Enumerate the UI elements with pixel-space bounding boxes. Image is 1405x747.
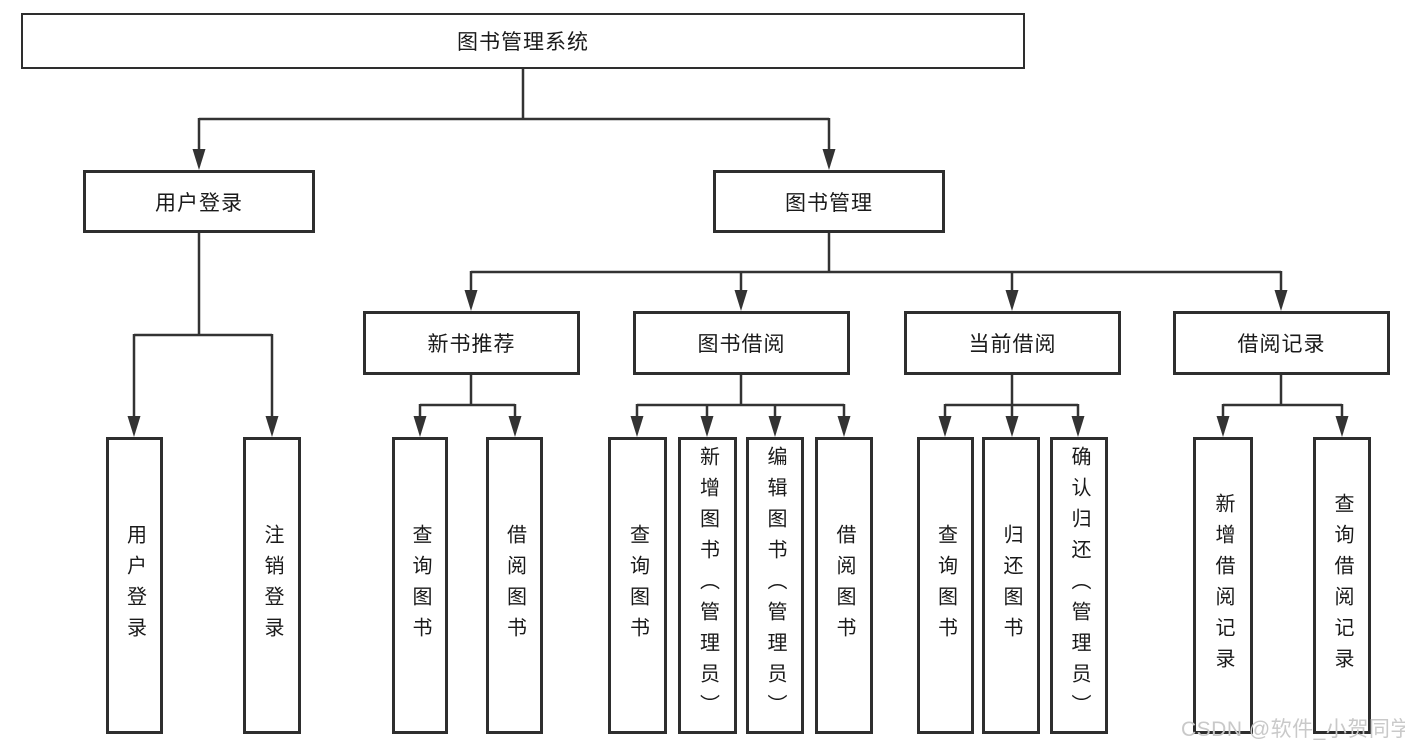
arrow-down-icon	[1071, 416, 1085, 437]
leaf-query-books-current: 查询图书	[917, 437, 974, 734]
arrow-down-icon	[265, 416, 279, 437]
node-label: 图书借阅	[697, 333, 786, 356]
arrow-down-icon	[508, 416, 522, 437]
arrow-down-icon	[700, 416, 714, 437]
leaf-query-books-borrow: 查询图书	[608, 437, 667, 734]
csdn-watermark: CSDN @软件_小贺同学	[1181, 718, 1405, 741]
arrow-down-icon	[822, 149, 836, 170]
arrow-down-icon	[192, 149, 206, 170]
node-new-book-recommendation: 新书推荐	[363, 311, 580, 375]
leaf-logout: 注销登录	[243, 437, 301, 734]
node-label: 借阅图书	[503, 523, 526, 648]
node-label: 归还图书	[1000, 523, 1022, 648]
node-borrowing-records: 借阅记录	[1173, 311, 1390, 375]
node-label: 借阅图书	[833, 523, 855, 648]
node-label: 新增借阅记录	[1212, 492, 1234, 679]
arrow-down-icon	[413, 416, 427, 437]
leaf-return-books: 归还图书	[982, 437, 1040, 734]
node-label: 用户登录	[155, 191, 243, 215]
node-label: 注销登录	[261, 523, 283, 648]
leaf-add-books-admin: 新增图书（管理员）	[678, 437, 737, 734]
leaf-user-login: 用户登录	[106, 437, 163, 734]
node-label: 当前借阅	[968, 333, 1057, 356]
arrowhead-icons	[127, 149, 1349, 437]
node-library-management-system: 图书管理系统	[21, 13, 1025, 69]
leaf-add-borrow-record: 新增借阅记录	[1193, 437, 1253, 734]
node-label: 借阅记录	[1237, 333, 1326, 356]
leaf-query-borrow-record: 查询借阅记录	[1313, 437, 1371, 734]
arrow-down-icon	[837, 416, 851, 437]
arrow-down-icon	[1274, 290, 1288, 311]
node-label: 查询图书	[409, 523, 431, 648]
arrow-down-icon	[127, 416, 141, 437]
node-label: 图书管理	[785, 191, 873, 215]
arrow-down-icon	[1216, 416, 1230, 437]
arrow-down-icon	[1005, 290, 1019, 311]
node-label: 用户登录	[123, 523, 146, 648]
leaf-borrow-books-newbook: 借阅图书	[486, 437, 543, 734]
arrow-down-icon	[768, 416, 782, 437]
leaf-edit-books-admin: 编辑图书（管理员）	[746, 437, 804, 734]
node-label: 新书推荐	[427, 333, 516, 356]
arrow-down-icon	[938, 416, 952, 437]
leaf-query-books-newbook: 查询图书	[392, 437, 448, 734]
node-label: 确认归还（管理员）	[1068, 446, 1090, 725]
leaf-borrow-books: 借阅图书	[815, 437, 873, 734]
node-label: 新增图书（管理员）	[696, 446, 719, 725]
node-current-borrowing: 当前借阅	[904, 311, 1121, 375]
arrow-down-icon	[464, 290, 478, 311]
arrow-down-icon	[734, 290, 748, 311]
arrow-down-icon	[630, 416, 644, 437]
node-user-login-group: 用户登录	[83, 170, 315, 233]
arrow-down-icon	[1005, 416, 1019, 437]
arrow-down-icon	[1335, 416, 1349, 437]
node-label: 编辑图书（管理员）	[764, 446, 786, 725]
leaf-confirm-return-admin: 确认归还（管理员）	[1050, 437, 1108, 734]
node-label: 图书管理系统	[457, 31, 589, 54]
node-label: 查询图书	[934, 523, 957, 648]
node-label: 查询借阅记录	[1331, 492, 1353, 679]
node-label: 查询图书	[626, 523, 649, 648]
node-book-management: 图书管理	[713, 170, 945, 233]
node-book-borrowing: 图书借阅	[633, 311, 850, 375]
